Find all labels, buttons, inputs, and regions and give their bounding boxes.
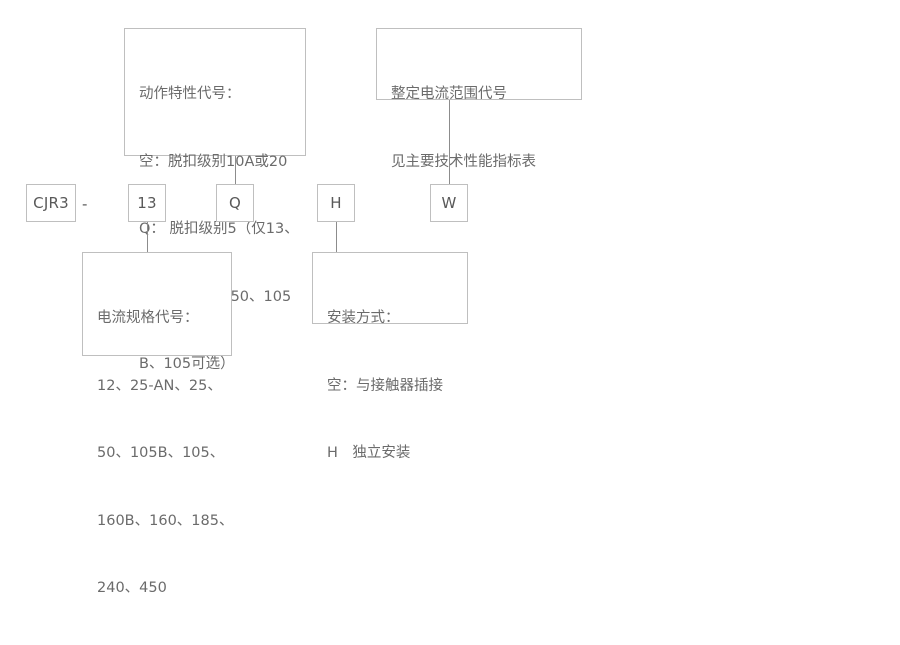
- connector-setting-current-range: [449, 100, 450, 184]
- chip-action-characteristic: Q: [216, 184, 254, 222]
- model-code-diagram: 动作特性代号： 空：脱扣级别10A或20 Q： 脱扣级别5（仅13、 25-AN…: [26, 28, 582, 596]
- chip-mounting: H: [317, 184, 355, 222]
- note-setting-current-range: 整定电流范围代号 见主要技术性能指标表: [376, 28, 582, 170]
- note-current-rating: 电流规格代号： 12、25-AN、25、 50、105B、105、 160B、1…: [82, 252, 233, 596]
- chip-label: CJR3: [33, 193, 69, 212]
- note-line: Q： 脱扣级别5（仅13、: [139, 221, 299, 237]
- note-line: 整定电流范围代号: [391, 86, 507, 102]
- note-line: 电流规格代号：: [97, 310, 199, 326]
- chip-current-rating: 13: [128, 184, 166, 222]
- connector-mounting: [336, 222, 337, 252]
- note-line: 动作特性代号：: [139, 86, 241, 102]
- note-line: 空：脱扣级别10A或20: [139, 153, 288, 170]
- chip-label: H: [330, 193, 342, 212]
- chip-label: 13: [137, 193, 157, 212]
- chip-label: Q: [228, 193, 241, 212]
- chip-setting-current-range: W: [430, 184, 468, 222]
- note-action-characteristic: 动作特性代号： 空：脱扣级别10A或20 Q： 脱扣级别5（仅13、 25-AN…: [124, 28, 306, 372]
- note-line: H 独立安装: [327, 445, 411, 461]
- note-line: 见主要技术性能指标表: [391, 153, 536, 170]
- note-line: 50、105B、105、: [97, 445, 225, 461]
- chip-series: CJR3: [26, 184, 76, 222]
- note-line: 空：与接触器插接: [327, 377, 443, 394]
- note-line: B、105可选）: [139, 356, 235, 372]
- connector-action-characteristic: [235, 156, 236, 184]
- note-line: 安装方式：: [327, 310, 400, 326]
- note-line: 240、450: [97, 580, 167, 596]
- note-mounting: 安装方式： 空：与接触器插接 H 独立安装: [312, 252, 468, 461]
- code-separator: -: [82, 195, 88, 213]
- connector-current-rating: [147, 222, 148, 252]
- note-line: 12、25-AN、25、: [97, 377, 222, 394]
- note-line: 160B、160、185、: [97, 512, 234, 529]
- chip-label: W: [441, 193, 457, 212]
